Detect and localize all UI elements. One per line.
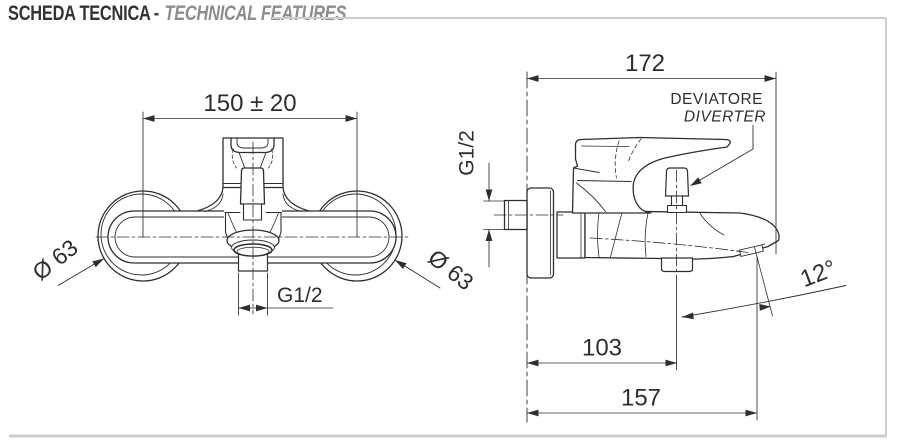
dim-spout-reach	[526, 256, 758, 421]
dim-label-outlet-center-distance: 103	[582, 335, 622, 362]
dim-inlet-thread	[483, 162, 506, 268]
hose-outlet	[660, 257, 694, 273]
dim-spout-angle	[681, 246, 847, 321]
dim-total-depth	[526, 71, 777, 255]
dim-label-flange-diameter-right: Ø 63	[423, 244, 478, 295]
handle-front	[222, 137, 284, 221]
callout-diverter-english: DIVERTER	[684, 109, 766, 126]
dim-label-flange-diameter-left: Ø 63	[27, 234, 82, 285]
page-header: SCHEDA TECNICA - TECHNICAL FEATURES	[8, 2, 346, 26]
diverter-knob	[664, 167, 690, 214]
spout-front	[224, 211, 283, 272]
dim-label-outlet-thread: G1/2	[277, 284, 323, 307]
handle-grip	[239, 167, 266, 205]
dim-outlet-thread	[238, 272, 334, 316]
leader-diverter	[688, 125, 754, 189]
front-centerlines	[95, 141, 411, 315]
dim-label-total-depth: 172	[625, 50, 665, 77]
dim-label-centers-distance: 150 ± 20	[203, 90, 296, 117]
body-connector	[556, 211, 586, 259]
aerator	[739, 244, 764, 257]
header-separator: -	[153, 2, 159, 25]
body-shoulders	[196, 186, 310, 212]
header-title-english: TECHNICAL FEATURES	[164, 2, 347, 25]
content-frame	[9, 17, 887, 438]
header-title-italian: SCHEDA TECNICA	[8, 2, 151, 25]
dim-centers-distance	[142, 111, 358, 238]
leader-flange-diameter-left	[57, 255, 106, 286]
front-view-drawing	[57, 111, 441, 316]
lever-handle-side	[571, 136, 731, 214]
side-view-drawing	[483, 71, 847, 423]
dim-label-inlet-thread: G1/2	[456, 130, 479, 176]
side-centerlines	[493, 169, 749, 274]
dim-label-spout-angle: 12°	[797, 255, 841, 293]
leader-flange-diameter-right	[393, 257, 441, 289]
dim-outlet-center-distance	[526, 274, 678, 371]
flange-side	[526, 187, 555, 279]
dim-label-spout-reach: 157	[621, 385, 661, 412]
mixer-body-side	[584, 209, 780, 260]
callout-diverter-italian: DEVIATORE	[670, 91, 763, 108]
